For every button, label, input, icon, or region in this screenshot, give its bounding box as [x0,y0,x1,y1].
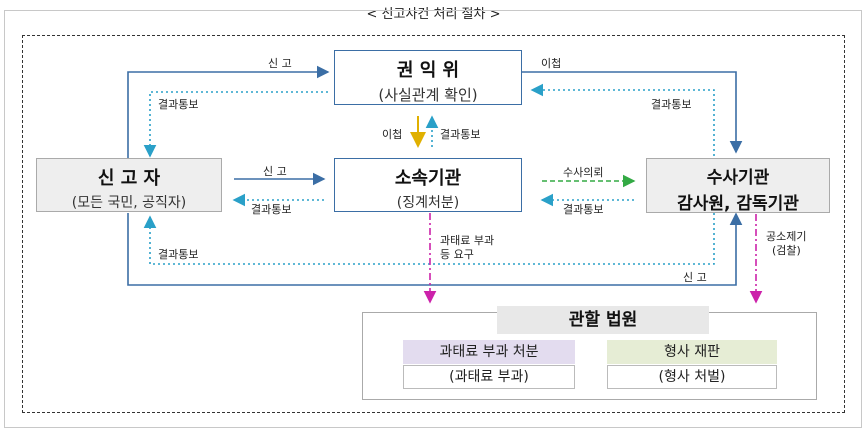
node-agency: 소속기관 (징계처분) [334,158,522,212]
node-reporter: 신 고 자 (모든 국민, 공직자) [36,158,222,212]
label-investigation-request: 수사의뢰 [563,166,604,179]
label-transfer-top: 이첩 [541,57,562,70]
outer-frame [4,10,862,428]
criminal-body: (형사 처벌) [607,365,777,389]
label-fine-request-1: 과태료 부과 [440,234,495,247]
arrow-report-to-acrc [127,65,330,158]
label-transfer-mid: 이첩 [382,128,403,141]
inner-dashed-frame [22,35,845,413]
node-agency-name: 소속기관 [394,168,462,189]
label-fine-request-2: 등 요구 [440,248,474,261]
label-result-mid: 결과통보 [440,128,481,141]
node-acrc: 권 익 위 (사실관계 확인) [334,50,522,105]
court-title: 관할 법원 [497,306,709,334]
arrow-investigation-result-to-reporter [143,213,715,265]
label-result-left-top: 결과통보 [158,98,199,111]
arrow-acrc-result-to-reporter [143,91,328,158]
label-report-mid: 신 고 [263,165,287,178]
criminal-header: 형사 재판 [607,340,777,364]
node-acrc-sub: (사실관계 확인) [378,86,478,104]
arrow-acrc-transfer-to-investigation [522,71,743,154]
label-indictment-1: 공소제기 [766,230,807,243]
label-result-right-top: 결과통보 [651,98,692,111]
node-investigation-line1: 수사기관 [706,168,770,188]
label-indictment-2: (검찰) [772,244,801,257]
label-result-reporter-mid: 결과통보 [251,203,292,216]
node-reporter-name: 신 고 자 [97,168,161,189]
fine-header: 과태료 부과 처분 [403,340,575,364]
node-reporter-sub: (모든 국민, 공직자) [71,195,187,211]
arrow-investigation-result-to-acrc [530,83,715,156]
arrow-report-to-investigation [127,212,743,286]
fine-body: (과태료 부과) [403,365,575,389]
label-report-bottom: 신 고 [683,271,707,284]
node-investigation-line2: 감사원, 감독기관 [677,194,799,214]
node-investigation: 수사기관 감사원, 감독기관 [646,158,830,214]
node-acrc-name: 권 익 위 [396,60,460,81]
node-agency-sub: (징계처분) [396,195,460,211]
label-result-invest-mid: 결과통보 [563,203,604,216]
label-result-bottom: 결과통보 [158,248,199,261]
label-report-top: 신 고 [268,57,292,70]
